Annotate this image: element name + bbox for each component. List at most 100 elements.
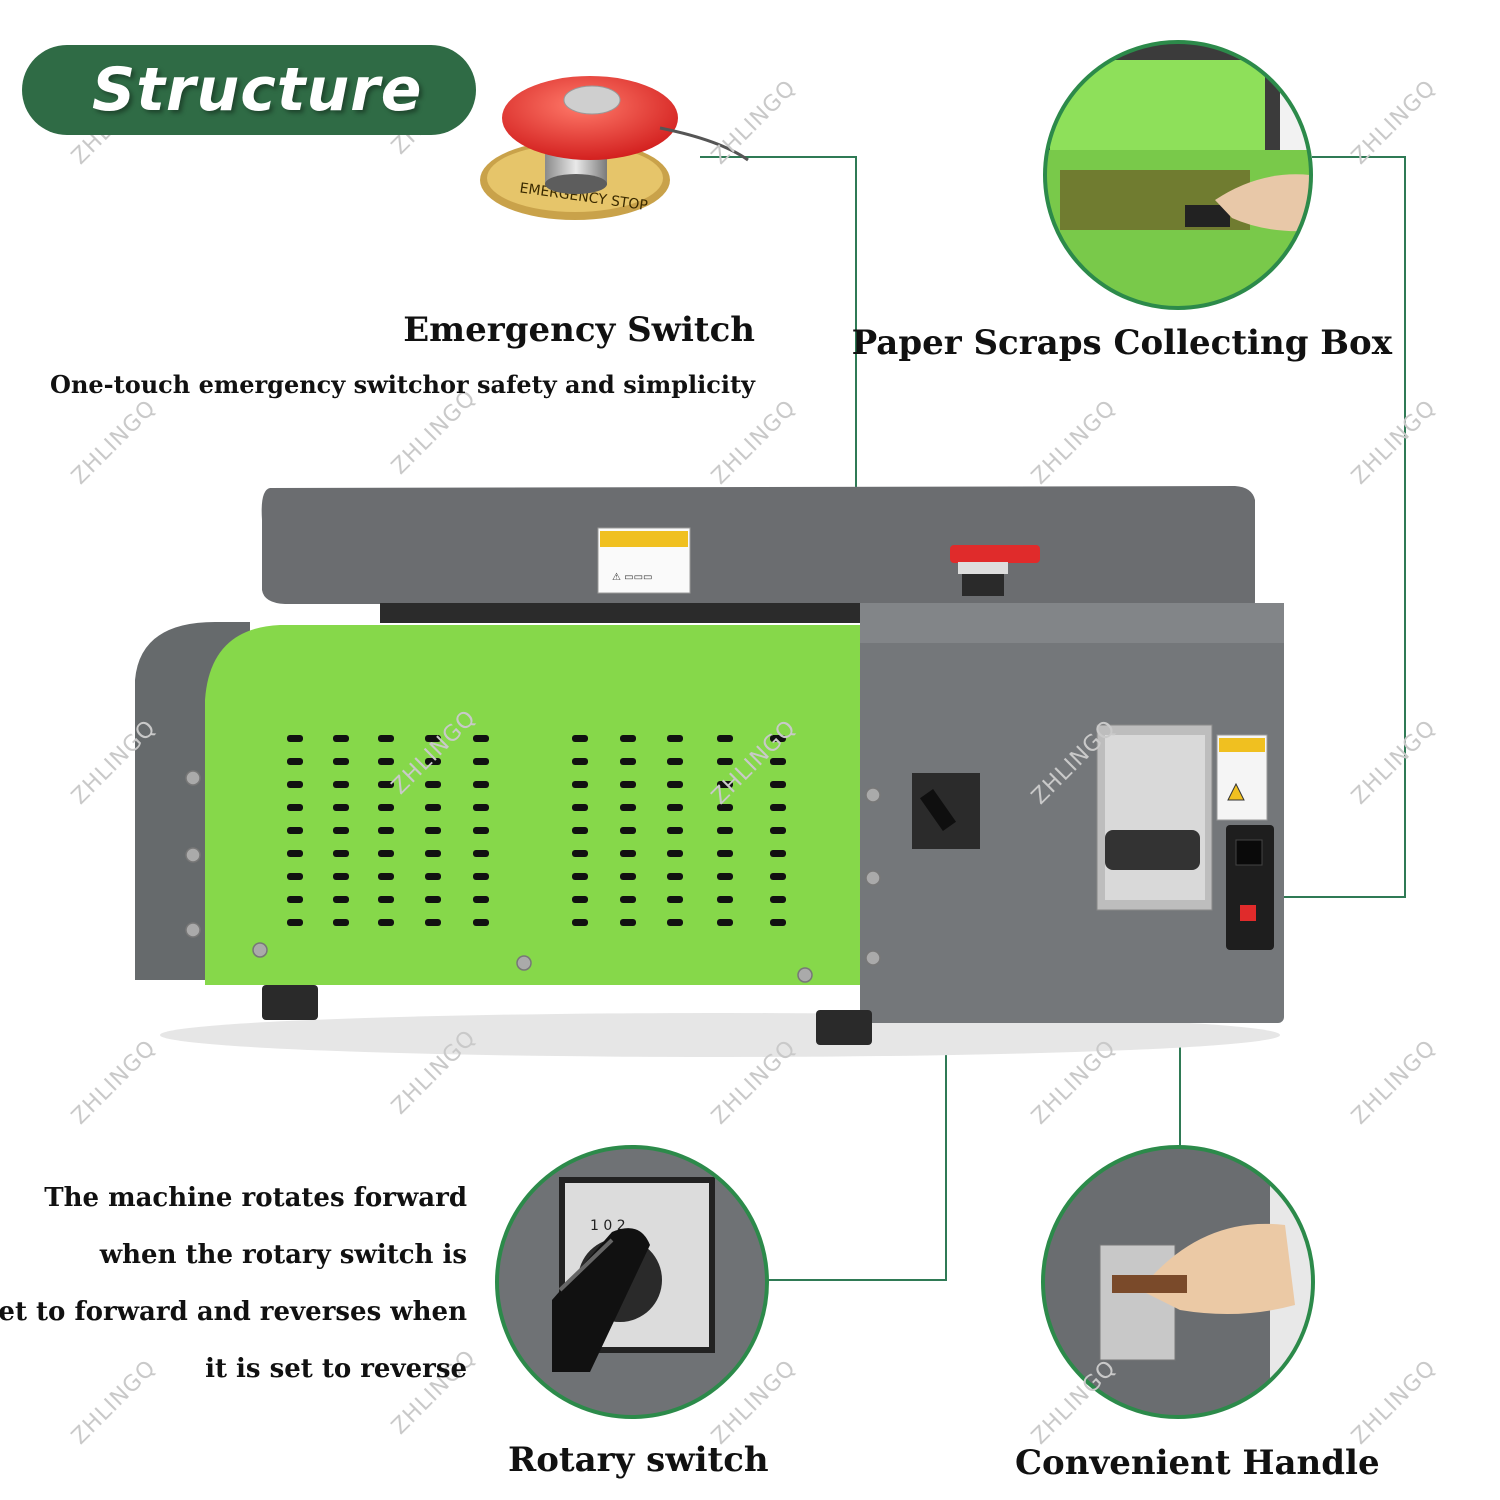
vent-slot: [770, 827, 786, 834]
vent-slot: [620, 758, 636, 765]
vent-slot: [572, 919, 588, 926]
vent-slot: [667, 896, 683, 903]
vent-slot: [378, 850, 394, 857]
vent-slot: [473, 781, 489, 788]
vent-slot: [572, 781, 588, 788]
vent-slot: [620, 896, 636, 903]
vent-slot: [667, 735, 683, 742]
vent-slot: [473, 735, 489, 742]
vent-slot: [620, 735, 636, 742]
vent-slot: [667, 919, 683, 926]
vent-slot: [378, 735, 394, 742]
vent-slot: [333, 781, 349, 788]
vent-slot: [667, 827, 683, 834]
vent-slots: [287, 735, 786, 926]
vent-slot: [667, 850, 683, 857]
vent-slot: [572, 735, 588, 742]
vent-slot: [717, 827, 733, 834]
vent-slot: [378, 804, 394, 811]
vent-slot: [572, 827, 588, 834]
vent-slot: [287, 850, 303, 857]
vent-slot: [378, 873, 394, 880]
vent-slot: [425, 735, 441, 742]
vent-slot: [425, 850, 441, 857]
vent-slot: [287, 735, 303, 742]
vent-slot: [572, 804, 588, 811]
vent-slot: [620, 827, 636, 834]
vent-slot: [378, 781, 394, 788]
vent-slot: [572, 896, 588, 903]
vent-slot: [473, 758, 489, 765]
vent-slot: [333, 758, 349, 765]
vent-slot: [333, 896, 349, 903]
convenient-handle-title: Convenient Handle: [1015, 1443, 1380, 1483]
vent-slot: [620, 804, 636, 811]
screws: [185, 770, 881, 983]
vent-slot: [770, 896, 786, 903]
svg-text:1 0 2: 1 0 2: [590, 1218, 626, 1234]
vent-slot: [425, 758, 441, 765]
vent-slot: [473, 827, 489, 834]
vent-slot: [333, 919, 349, 926]
structure-badge-text: Structure: [92, 55, 423, 125]
vent-slot: [378, 896, 394, 903]
vent-slot: [717, 758, 733, 765]
vent-slot: [378, 758, 394, 765]
shredder-machine: ⚠ ▭▭▭: [135, 486, 1284, 1057]
vent-slot: [620, 919, 636, 926]
vent-slot: [378, 827, 394, 834]
scraps-box-title: Paper Scraps Collecting Box: [851, 323, 1392, 363]
emergency-button-photo: EMERGENCY STOP: [480, 76, 749, 220]
vent-slot: [378, 919, 394, 926]
vent-slot: [333, 804, 349, 811]
vent-slot: [667, 758, 683, 765]
vent-slot: [770, 735, 786, 742]
rotary-desc-line: it is set to reverse: [205, 1354, 467, 1384]
vent-slot: [717, 896, 733, 903]
vent-slot: [770, 919, 786, 926]
vent-slot: [425, 873, 441, 880]
vent-slot: [572, 850, 588, 857]
vent-slot: [770, 758, 786, 765]
vent-slot: [425, 781, 441, 788]
scraps-box-photo: [1043, 40, 1313, 310]
vent-slot: [572, 758, 588, 765]
vent-slot: [425, 827, 441, 834]
vent-slot: [425, 919, 441, 926]
vent-slot: [667, 781, 683, 788]
rotary-switch-desc: The machine rotates forward when the rot…: [0, 1170, 467, 1398]
svg-text:⚠ ▭▭▭: ⚠ ▭▭▭: [612, 572, 653, 583]
vent-slot: [473, 850, 489, 857]
vent-slot: [425, 896, 441, 903]
vent-slot: [287, 919, 303, 926]
vent-slot: [425, 804, 441, 811]
emergency-switch-desc: One-touch emergency switchor safety and …: [50, 370, 755, 399]
vent-slot: [717, 804, 733, 811]
vent-slot: [667, 804, 683, 811]
vent-slot: [287, 804, 303, 811]
vent-slot: [717, 735, 733, 742]
vent-slot: [572, 873, 588, 880]
rotary-desc-line: when the rotary switch is: [99, 1240, 467, 1270]
structure-badge: Structure: [22, 45, 476, 135]
vent-slot: [620, 781, 636, 788]
vent-slot: [717, 873, 733, 880]
vent-slot: [717, 781, 733, 788]
vent-slot: [333, 873, 349, 880]
vent-slot: [473, 804, 489, 811]
vent-slot: [770, 873, 786, 880]
rotary-desc-line: The machine rotates forward: [44, 1183, 467, 1213]
vent-slot: [287, 896, 303, 903]
vent-slot: [620, 873, 636, 880]
emergency-switch-title: Emergency Switch: [403, 310, 755, 350]
vent-slot: [620, 850, 636, 857]
vent-slot: [473, 873, 489, 880]
rotary-switch-title: Rotary switch: [508, 1440, 769, 1480]
vent-slot: [770, 804, 786, 811]
vent-slot: [333, 850, 349, 857]
vent-slot: [717, 850, 733, 857]
rotary-switch-photo: 1 0 2: [495, 1145, 769, 1419]
vent-slot: [333, 735, 349, 742]
vent-slot: [473, 896, 489, 903]
